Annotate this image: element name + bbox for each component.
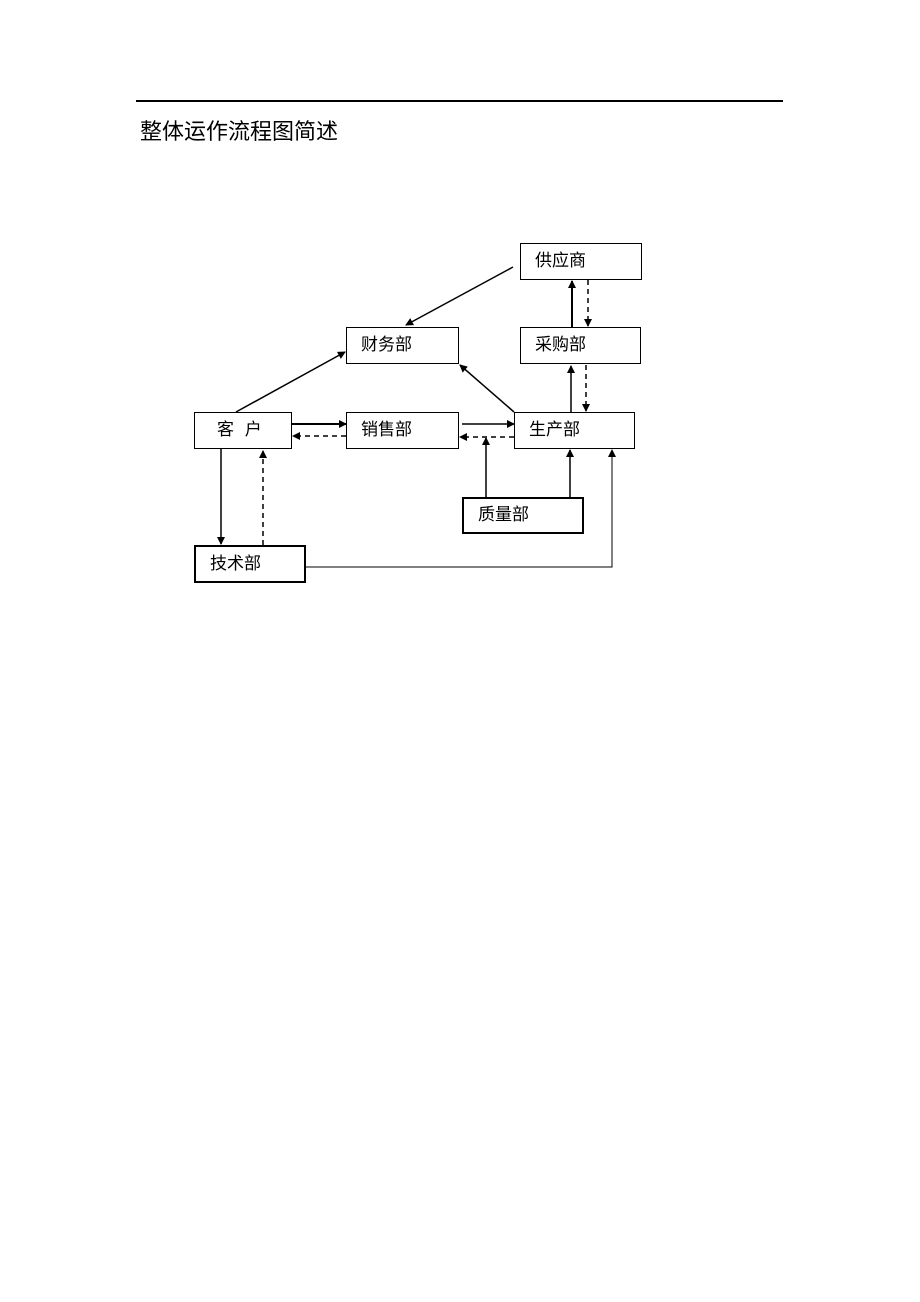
arrow-technical-to-production [305,449,616,568]
arrow-production-to-finance [459,364,515,413]
node-finance: 财务部 [346,327,459,364]
node-supplier: 供应商 [520,243,642,280]
node-customer: 客 户 [194,412,292,449]
node-purchasing: 采购部 [520,327,641,364]
page-title: 整体运作流程图简述 [140,120,339,145]
node-sales: 销售部 [346,412,459,449]
arrow-customer-to-finance [235,351,346,413]
node-production: 生产部 [514,412,635,449]
node-technical: 技术部 [194,545,306,583]
header-rule [136,100,783,102]
node-quality: 质量部 [462,497,584,534]
arrow-supplier-to-finance [405,266,514,326]
